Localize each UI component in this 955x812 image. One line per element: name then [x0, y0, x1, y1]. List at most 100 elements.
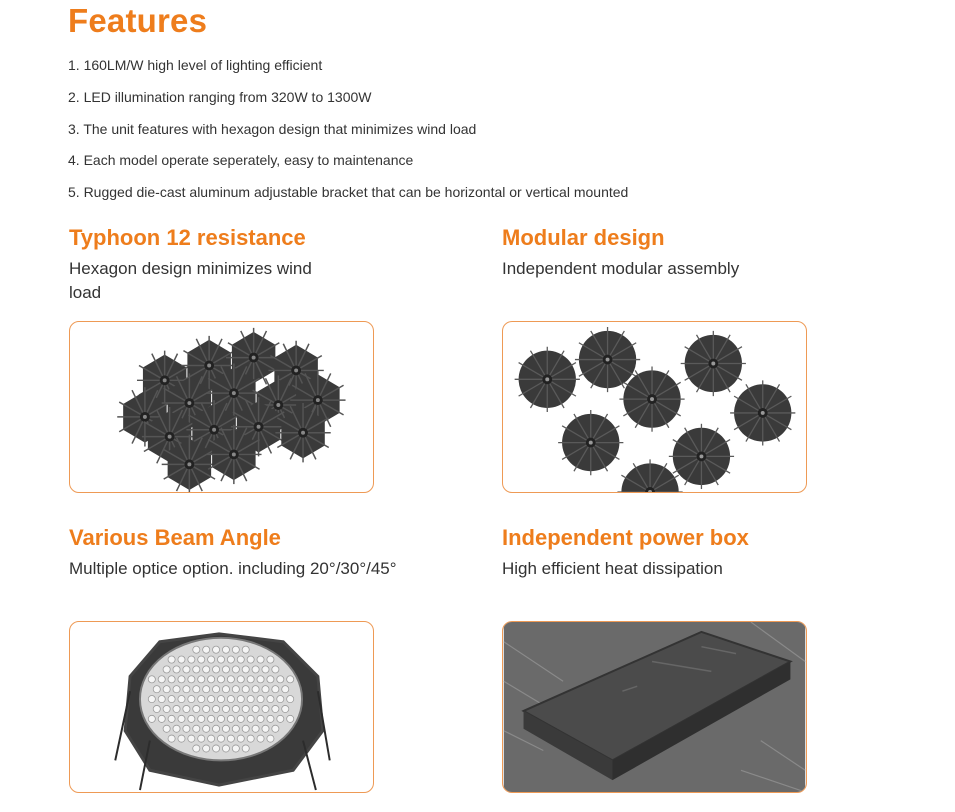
led-dot	[231, 744, 240, 753]
led-dot	[221, 705, 230, 713]
led-dot	[212, 665, 221, 674]
led-dot	[236, 695, 245, 704]
led-dot	[221, 685, 230, 694]
section-text: Multiple optice option. including 20°/30…	[69, 559, 397, 578]
led-dot	[212, 685, 221, 694]
led-dot	[251, 705, 260, 713]
led-dot	[286, 714, 295, 723]
led-dot	[271, 685, 280, 694]
led-dot	[286, 695, 295, 704]
led-dot	[192, 685, 201, 694]
led-dot	[192, 744, 201, 753]
led-dot	[281, 705, 290, 713]
led-dot	[231, 645, 240, 654]
feature-item: 3. The unit features with hexagon design…	[68, 120, 477, 137]
led-dot	[157, 695, 166, 704]
section-text: Independent modular assembly	[502, 259, 740, 278]
led-dot	[266, 695, 275, 704]
led-dot	[177, 675, 186, 684]
led-dot	[286, 675, 295, 684]
led-dot	[182, 724, 191, 733]
led-dot	[167, 734, 176, 743]
led-dot	[217, 675, 225, 684]
led-dot	[212, 645, 221, 654]
led-dot	[251, 665, 260, 674]
led-dot	[162, 724, 171, 733]
led-dot	[256, 675, 265, 684]
led-dot	[192, 665, 201, 674]
led-dot	[241, 724, 250, 733]
led-dot	[167, 655, 176, 664]
led-dot	[177, 655, 186, 664]
section-power-box: Independent power box High efficient hea…	[502, 525, 822, 581]
led-dot	[251, 724, 260, 733]
led-dot	[236, 734, 245, 743]
led-dot	[187, 675, 196, 684]
led-dot	[207, 695, 216, 704]
led-dot	[187, 734, 196, 743]
led-dot	[261, 724, 270, 733]
led-dot	[221, 645, 230, 654]
led-dot	[236, 675, 245, 684]
led-dot	[197, 655, 206, 664]
led-dot	[197, 675, 206, 684]
led-dot	[266, 714, 275, 723]
led-dot	[217, 734, 225, 743]
led-dot	[177, 714, 186, 723]
led-dot	[192, 724, 201, 733]
led-dot	[226, 695, 235, 704]
led-dot	[152, 705, 161, 713]
led-dot	[266, 734, 275, 743]
section-heading: Modular design	[502, 225, 665, 250]
section-beam-angle: Various Beam Angle Multiple optice optio…	[69, 525, 397, 581]
page-title: Features	[68, 2, 208, 39]
led-dot	[246, 655, 255, 664]
led-dot	[217, 695, 225, 704]
led-dot	[162, 685, 171, 694]
led-dot	[192, 705, 201, 713]
led-dot	[256, 695, 265, 704]
led-dot	[271, 705, 280, 713]
led-dot	[172, 705, 181, 713]
led-dot	[197, 714, 206, 723]
led-dot	[197, 734, 206, 743]
led-dot	[266, 655, 275, 664]
led-dot	[167, 714, 176, 723]
led-dot	[236, 655, 245, 664]
led-dot	[177, 695, 186, 704]
led-dot	[256, 655, 265, 664]
led-dot	[241, 705, 250, 713]
led-dot	[241, 665, 250, 674]
led-dot	[217, 714, 225, 723]
led-dot	[202, 645, 211, 654]
led-dot	[281, 685, 290, 694]
power-box-on-heatsinks-icon	[502, 621, 807, 793]
led-dot	[187, 655, 196, 664]
led-dot	[202, 705, 211, 713]
led-dot	[207, 734, 216, 743]
led-dot	[241, 744, 250, 753]
led-dot	[271, 724, 280, 733]
led-dot	[162, 665, 171, 674]
led-dot	[246, 675, 255, 684]
led-dot	[147, 714, 156, 723]
feature-list: 1. 160LM/W high level of lighting effici…	[68, 56, 628, 215]
led-dot	[226, 734, 235, 743]
section-text: Hexagon design minimizes wind load	[69, 259, 312, 302]
led-dot	[231, 705, 240, 713]
led-dot	[172, 665, 181, 674]
led-dot	[177, 734, 186, 743]
led-dot	[202, 744, 211, 753]
led-dot	[187, 695, 196, 704]
led-dot	[157, 714, 166, 723]
led-dot	[197, 695, 206, 704]
led-dot	[157, 675, 166, 684]
section-heading: Typhoon 12 resistance	[69, 225, 306, 250]
feature-item: 4. Each model operate seperately, easy t…	[68, 152, 414, 169]
led-dot	[212, 705, 221, 713]
led-dot	[261, 685, 270, 694]
led-dot	[226, 675, 235, 684]
section-heading: Independent power box	[502, 525, 749, 550]
section-heading: Various Beam Angle	[69, 525, 281, 550]
led-dot	[226, 655, 235, 664]
